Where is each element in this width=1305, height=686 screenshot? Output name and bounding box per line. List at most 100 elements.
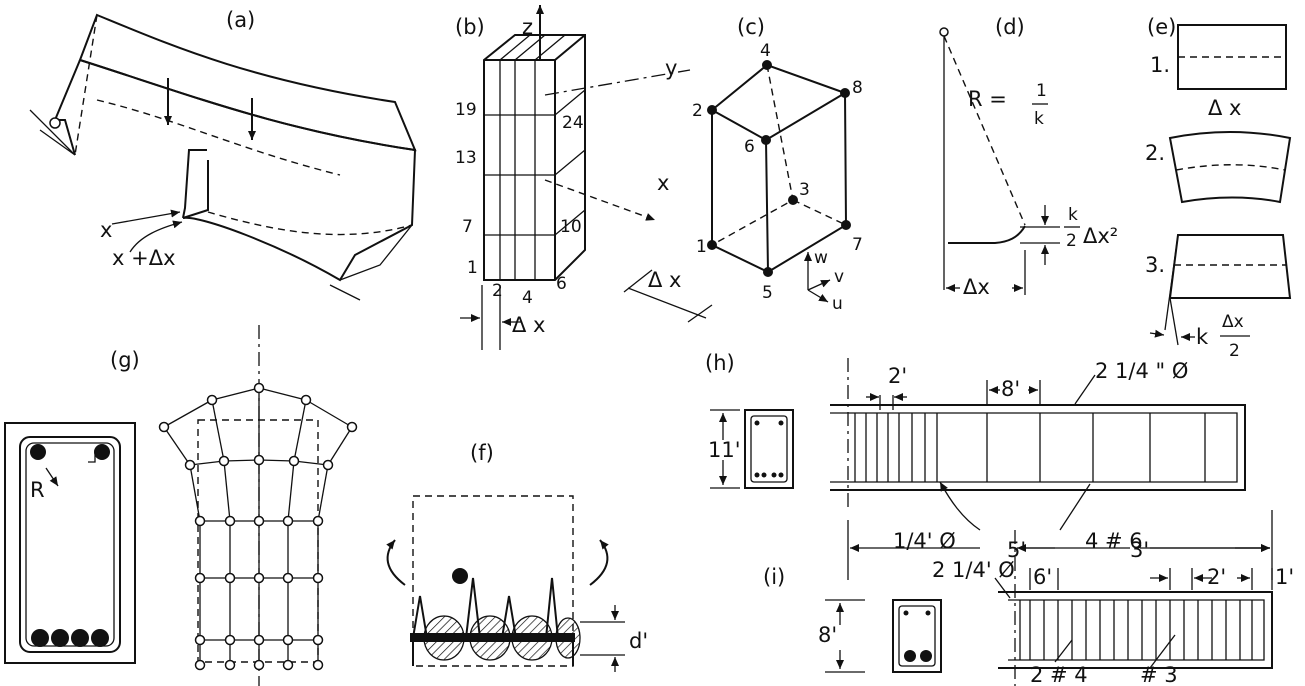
panel-c-node-7: 7	[852, 235, 863, 255]
panel-b-num-7: 7	[462, 217, 473, 237]
panel-e-k: k	[1196, 325, 1209, 349]
panel-i-bottom-bar: 2 # 4	[1030, 663, 1088, 686]
mesh-node	[224, 515, 236, 527]
panel-i-label: (i)	[763, 565, 785, 589]
panel-h-stirrups	[854, 413, 1206, 482]
mesh-edge	[317, 464, 329, 522]
mesh-edge	[211, 399, 225, 462]
panel-b-num-4: 4	[522, 288, 533, 308]
panel-a-curved-beam: (a) x x +Δx	[29, 8, 417, 301]
panel-b-num-1: 1	[467, 258, 478, 278]
panel-b-dx: Δ x	[512, 313, 545, 337]
panel-d-R-den: k	[1034, 109, 1044, 129]
panel-b-num-24: 24	[562, 113, 584, 133]
panel-b-x: x	[657, 171, 669, 195]
mesh-node	[288, 455, 300, 467]
mesh-edge	[163, 426, 191, 466]
mesh-node	[253, 515, 265, 527]
panel-a-label: (a)	[226, 8, 255, 32]
mesh-node	[312, 659, 324, 671]
panel-h-stirrup: 1/4' Ø	[893, 529, 956, 553]
panel-h-label: (h)	[705, 351, 735, 375]
panel-b-num-6: 6	[556, 274, 567, 294]
mesh-node	[282, 659, 294, 671]
panel-d-k: k	[1068, 205, 1078, 225]
mesh-node	[184, 459, 196, 471]
panel-b-z: z	[522, 15, 533, 39]
mesh-node	[253, 382, 265, 394]
mesh-node	[218, 455, 230, 467]
mesh-edge	[189, 460, 225, 466]
mesh-node	[158, 421, 170, 433]
mesh-edge	[258, 387, 307, 401]
mesh-node	[224, 634, 236, 646]
panel-c-w: w	[814, 248, 828, 268]
panel-a-x: x	[100, 218, 112, 242]
panel-b-grid-plate: (b) z y x 24 19 13 10 7 1 2 4 6 Δ x	[455, 5, 691, 350]
panel-d-R-num: 1	[1036, 81, 1047, 101]
panel-c-node-8: 8	[852, 78, 863, 98]
panel-h-top-bar: 2 1/4 " Ø	[1095, 359, 1188, 383]
mesh-node	[224, 572, 236, 584]
panel-f-label: (f)	[470, 441, 494, 465]
mesh-node	[206, 394, 218, 406]
mesh-node	[312, 634, 324, 646]
panel-i-stirrup: # 3	[1140, 663, 1178, 686]
panel-i-height: 8'	[818, 623, 837, 647]
panel-e-frac-num: Δx	[1222, 312, 1244, 332]
panel-c-node-1: 1	[696, 237, 707, 257]
panel-b-y: y	[665, 56, 677, 80]
mesh-node	[253, 659, 265, 671]
panel-c-node-5: 5	[762, 283, 773, 303]
panel-i-stirrups	[1019, 600, 1253, 660]
panel-e-label: (e)	[1147, 15, 1176, 39]
panel-h-beam: (h) 11' 2' 8' 2 1/4 " Ø 1/4' Ø 4 # 6	[705, 351, 1273, 580]
mesh-node	[282, 515, 294, 527]
panel-e-dx: Δ x	[1208, 96, 1241, 120]
mesh-edge	[189, 464, 201, 522]
panel-h-spacing-8: 8'	[1001, 377, 1020, 401]
panel-c-8-node-element: (c) 1 2 3 4 5 6 7 8 Δ x w v u	[623, 15, 863, 323]
mesh-node	[346, 421, 358, 433]
panel-g-R: R	[30, 478, 45, 502]
panel-c-node-6: 6	[744, 137, 755, 157]
mesh-node	[282, 572, 294, 584]
mesh-node	[194, 659, 206, 671]
panel-i-top-bar: 2 1/4' Ø	[932, 558, 1015, 582]
panel-c-node-2: 2	[692, 101, 703, 121]
mesh-node	[312, 515, 324, 527]
mesh-node	[253, 634, 265, 646]
panel-f-d: d'	[629, 629, 648, 653]
panel-d-two: 2	[1066, 231, 1077, 251]
panel-b-num-2: 2	[492, 281, 503, 301]
panel-h-height: 11'	[708, 438, 741, 462]
mesh-node	[322, 459, 334, 471]
mesh-edge	[293, 460, 329, 466]
mesh-node	[224, 659, 236, 671]
panel-c-u: u	[832, 294, 843, 314]
panel-i-span: 3'	[1130, 538, 1149, 562]
panel-e-frac-den: 2	[1229, 341, 1240, 361]
mesh-edge	[327, 426, 353, 466]
panel-i-spacing-2: 2'	[1207, 565, 1226, 589]
panel-h-bottom-bar: 4 # 6	[1085, 529, 1143, 553]
mesh-edge	[223, 459, 260, 462]
panel-c-label: (c)	[737, 15, 765, 39]
panel-g-mesh	[158, 382, 358, 671]
mesh-edge	[211, 387, 260, 401]
mesh-edge	[223, 460, 231, 522]
mesh-edge	[305, 399, 353, 428]
panel-d-label: (d)	[995, 15, 1025, 39]
mesh-edge	[258, 459, 295, 462]
panel-c-node-4: 4	[760, 41, 771, 61]
panel-b-num-13: 13	[455, 148, 477, 168]
panel-e-stage-2: 2.	[1145, 141, 1165, 165]
panel-c-node-3: 3	[799, 180, 810, 200]
panel-g-section-mesh: (g) R	[4, 325, 358, 686]
mesh-node	[253, 454, 265, 466]
panel-i-beam: (i) 8' 2 1/4' Ø 3' 6' 2' 1'	[763, 530, 1294, 686]
mesh-node	[194, 515, 206, 527]
panel-d-R: R =	[968, 87, 1007, 111]
panel-d-curvature: (d) R = 1 k k 2 Δx² Δx	[939, 15, 1118, 299]
